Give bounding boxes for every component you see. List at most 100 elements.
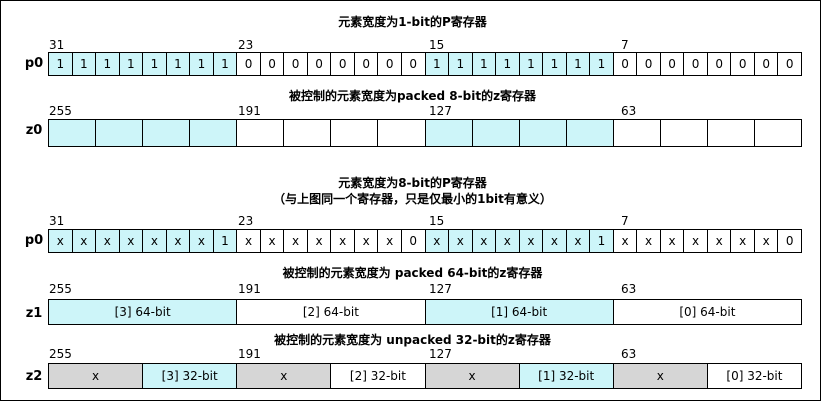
- register-cell: [566, 119, 614, 147]
- register-cell: x: [754, 229, 779, 253]
- register-cell: 1: [49, 52, 73, 76]
- bit-label: 255: [49, 104, 72, 118]
- bit-label: 255: [49, 347, 72, 361]
- bit-label: 63: [621, 347, 637, 361]
- title-p0-8bit: 元素宽度为8-bit的P寄存器: [338, 176, 487, 190]
- register-cell: x: [166, 229, 191, 253]
- register-cell: 1: [72, 52, 97, 76]
- register-cell: x: [49, 363, 144, 389]
- register-cell: [378, 119, 426, 147]
- register-cell: x: [119, 229, 144, 253]
- register-name-z1: z1: [25, 306, 43, 321]
- register-cell: 1: [425, 52, 450, 76]
- register-cell: x: [237, 229, 261, 253]
- register-cell: 0: [284, 52, 308, 76]
- register-cell: x: [49, 229, 73, 253]
- register-cell: 1: [119, 52, 144, 76]
- register-cell: x: [660, 229, 685, 253]
- bit-label: 127: [429, 104, 452, 118]
- register-cell: [1] 32-bit: [519, 363, 614, 389]
- register-cell: x: [190, 229, 214, 253]
- register-cell: 1: [96, 52, 120, 76]
- register-cell: [1] 64-bit: [425, 299, 614, 325]
- register-cell: [190, 119, 238, 147]
- register-cell: 1: [472, 52, 497, 76]
- register-cell: x: [519, 229, 544, 253]
- register-z0: [48, 119, 802, 147]
- register-cell: 0: [660, 52, 685, 76]
- register-cell: x: [72, 229, 97, 253]
- register-cell: [3] 32-bit: [143, 363, 238, 389]
- title-p0-8bit-note: （与上图同一个寄存器，只是仅最小的1bit有意义）: [273, 192, 552, 206]
- bit-label: 15: [429, 214, 445, 228]
- register-cell: x: [543, 229, 567, 253]
- register-cell: 0: [378, 52, 402, 76]
- title-z2-unpacked-32bit: 被控制的元素宽度为 unpacked 32-bit的z寄存器: [274, 333, 551, 347]
- register-cell: x: [425, 363, 520, 389]
- bit-label: 127: [429, 347, 452, 361]
- register-cell: x: [425, 229, 450, 253]
- title-z0-packed-8bit: 被控制的元素宽度为packed 8-bit的z寄存器: [288, 89, 537, 103]
- register-cell: [472, 119, 520, 147]
- register-cell: [3] 64-bit: [49, 299, 238, 325]
- register-cell: [2] 64-bit: [237, 299, 426, 325]
- bit-label: 255: [49, 282, 72, 296]
- register-cell: x: [378, 229, 402, 253]
- register-cell: 0: [237, 52, 261, 76]
- bit-label: 127: [429, 282, 452, 296]
- register-cell: 1: [590, 52, 614, 76]
- register-name-z0: z0: [25, 123, 43, 138]
- register-cell: 0: [778, 229, 802, 253]
- register-cell: 1: [566, 52, 591, 76]
- register-cell: [2] 32-bit: [331, 363, 426, 389]
- bit-label: 7: [621, 38, 629, 52]
- register-cell: 1: [143, 52, 167, 76]
- register-cell: x: [613, 229, 638, 253]
- register-cell: x: [707, 229, 732, 253]
- register-cell: 0: [260, 52, 285, 76]
- register-cell: [425, 119, 473, 147]
- register-cell: [96, 119, 144, 147]
- bit-label: 63: [621, 282, 637, 296]
- bit-label: 23: [238, 38, 254, 52]
- register-cell: 1: [190, 52, 214, 76]
- register-cell: [331, 119, 379, 147]
- register-cell: 1: [590, 229, 614, 253]
- register-cell: 1: [543, 52, 567, 76]
- register-cell: x: [96, 229, 120, 253]
- register-cell: x: [237, 363, 332, 389]
- bit-label: 191: [238, 282, 261, 296]
- bit-label: 23: [238, 214, 254, 228]
- title-z1-packed-64bit: 被控制的元素宽度为 packed 64-bit的z寄存器: [282, 266, 543, 280]
- register-cell: 1: [166, 52, 191, 76]
- register-cell: x: [331, 229, 355, 253]
- register-z1: [3] 64-bit[2] 64-bit[1] 64-bit[0] 64-bit: [48, 299, 802, 325]
- register-cell: x: [566, 229, 591, 253]
- register-cell: 0: [401, 229, 426, 253]
- register-cell: x: [354, 229, 379, 253]
- bit-label: 63: [621, 104, 637, 118]
- register-cell: x: [449, 229, 473, 253]
- register-name-z2: z2: [25, 369, 43, 384]
- register-cell: [0] 64-bit: [613, 299, 802, 325]
- register-cell: x: [472, 229, 497, 253]
- register-cell: x: [731, 229, 755, 253]
- register-cell: 0: [331, 52, 355, 76]
- register-cell: [660, 119, 708, 147]
- register-name-p0: p0: [24, 56, 44, 71]
- bit-label: 191: [238, 104, 261, 118]
- register-cell: x: [684, 229, 708, 253]
- bit-label: 31: [49, 214, 65, 228]
- register-cell: [49, 119, 97, 147]
- register-cell: 0: [707, 52, 732, 76]
- bit-label: 7: [621, 214, 629, 228]
- register-cell: [707, 119, 755, 147]
- register-cell: [754, 119, 802, 147]
- bit-label: 15: [429, 38, 445, 52]
- register-cell: 0: [637, 52, 661, 76]
- register-cell: [0] 32-bit: [707, 363, 802, 389]
- register-cell: 0: [684, 52, 708, 76]
